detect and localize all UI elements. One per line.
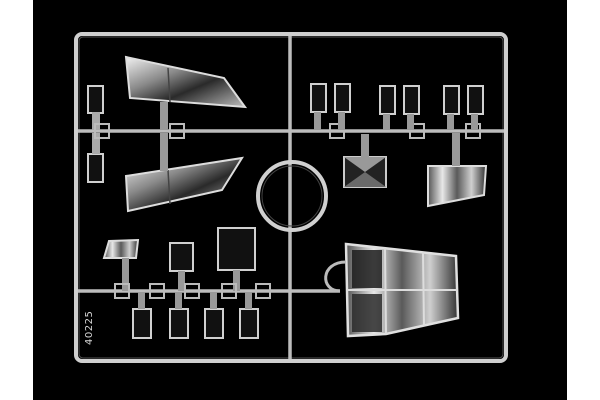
main-canopy-part xyxy=(324,242,460,338)
window-part-left-top xyxy=(87,85,104,130)
clear-block-part xyxy=(343,134,387,188)
sprue-runners xyxy=(78,36,504,359)
sprue-frame xyxy=(74,32,508,363)
canopy-panel-lower xyxy=(124,133,245,213)
small-window-row-upper-right xyxy=(310,83,484,130)
part-number-label: 40225 xyxy=(84,311,95,345)
small-window-row-bottom xyxy=(132,292,259,339)
canopy-panel-upper xyxy=(124,55,248,130)
central-ring xyxy=(256,160,328,232)
square-window-center-left xyxy=(169,242,194,291)
small-canopy-lower-left xyxy=(102,238,140,291)
square-window-center xyxy=(217,227,256,291)
runner-tabs-lower xyxy=(114,283,271,299)
side-window-right xyxy=(427,133,488,208)
black-backdrop xyxy=(33,0,567,400)
window-part-left-lower xyxy=(87,133,104,183)
